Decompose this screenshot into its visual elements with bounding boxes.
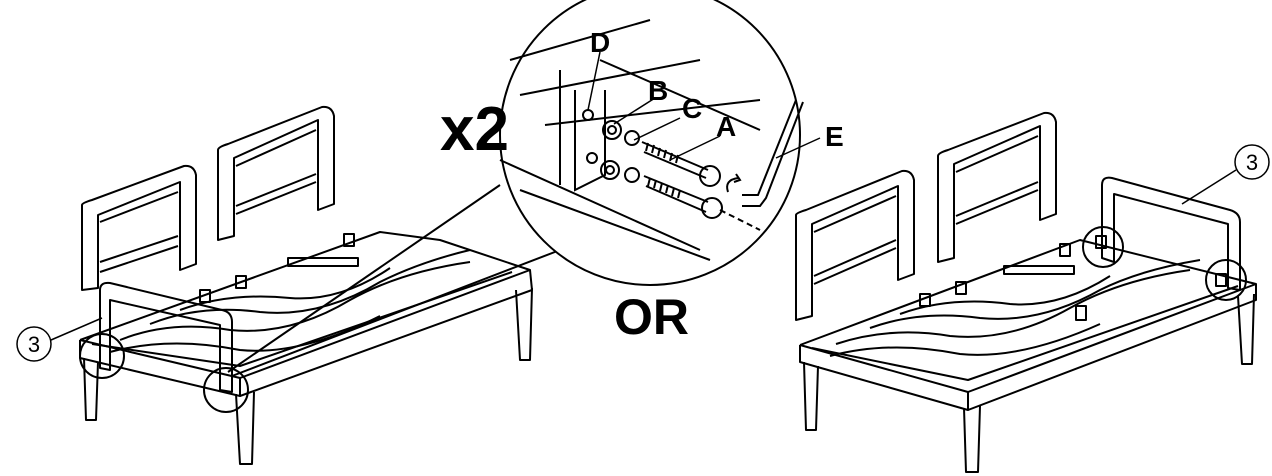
magnifier-detail	[499, 0, 804, 286]
callout-leader-left	[50, 317, 103, 341]
joint-highlight-circle	[79, 333, 125, 379]
part-label-c: C	[682, 93, 702, 124]
joint-highlight-circle	[1205, 259, 1247, 301]
part-label-a: A	[716, 111, 736, 142]
part-label-e: E	[825, 121, 844, 152]
callout-number-right: 3	[1246, 150, 1258, 175]
joint-highlight-circle	[1082, 226, 1124, 268]
or-label: OR	[614, 289, 689, 345]
part-label-d: D	[590, 27, 610, 58]
leader-lines	[587, 51, 821, 161]
magnifier-lines	[227, 184, 561, 377]
right-sofa-frame	[795, 111, 1257, 473]
callout-leader-right	[1181, 169, 1237, 205]
multiplier-label: x2	[440, 95, 509, 164]
callout-circle-right	[1234, 144, 1270, 180]
joint-highlight-circle	[203, 367, 249, 413]
part-label-b: B	[648, 75, 668, 106]
callout-circle-left	[16, 326, 52, 362]
callout-number-left: 3	[28, 332, 40, 357]
